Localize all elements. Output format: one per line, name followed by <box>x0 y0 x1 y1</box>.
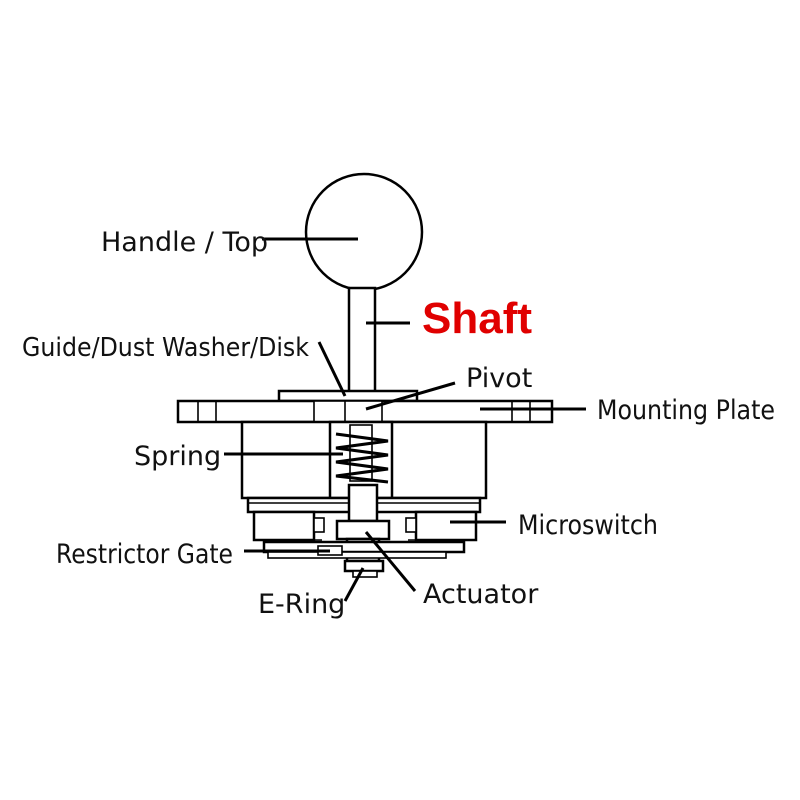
label-mounting-plate: Mounting Plate <box>597 395 775 426</box>
handle-top <box>304 172 424 292</box>
shaft <box>347 286 377 396</box>
label-guide-washer: Guide/Dust Washer/Disk <box>22 333 309 363</box>
microswitch-right <box>405 510 478 542</box>
label-handle-top: Handle / Top <box>101 227 268 258</box>
mounting-plate <box>176 399 554 424</box>
label-pivot: Pivot <box>466 363 532 394</box>
label-restrictor-gate: Restrictor Gate <box>56 539 233 570</box>
microswitch-left <box>252 510 325 542</box>
leader-guide <box>317 341 347 397</box>
label-e-ring: E-Ring <box>258 589 345 620</box>
label-actuator: Actuator <box>423 579 539 610</box>
label-microswitch: Microswitch <box>518 510 658 541</box>
spring <box>335 424 389 484</box>
label-spring: Spring <box>134 441 221 472</box>
label-shaft: Shaft <box>422 294 532 343</box>
leader-lines <box>224 237 586 602</box>
leader-actuator <box>364 531 417 592</box>
e-ring <box>343 559 385 578</box>
leader-pivot <box>365 381 456 411</box>
leader-ering <box>343 567 365 602</box>
